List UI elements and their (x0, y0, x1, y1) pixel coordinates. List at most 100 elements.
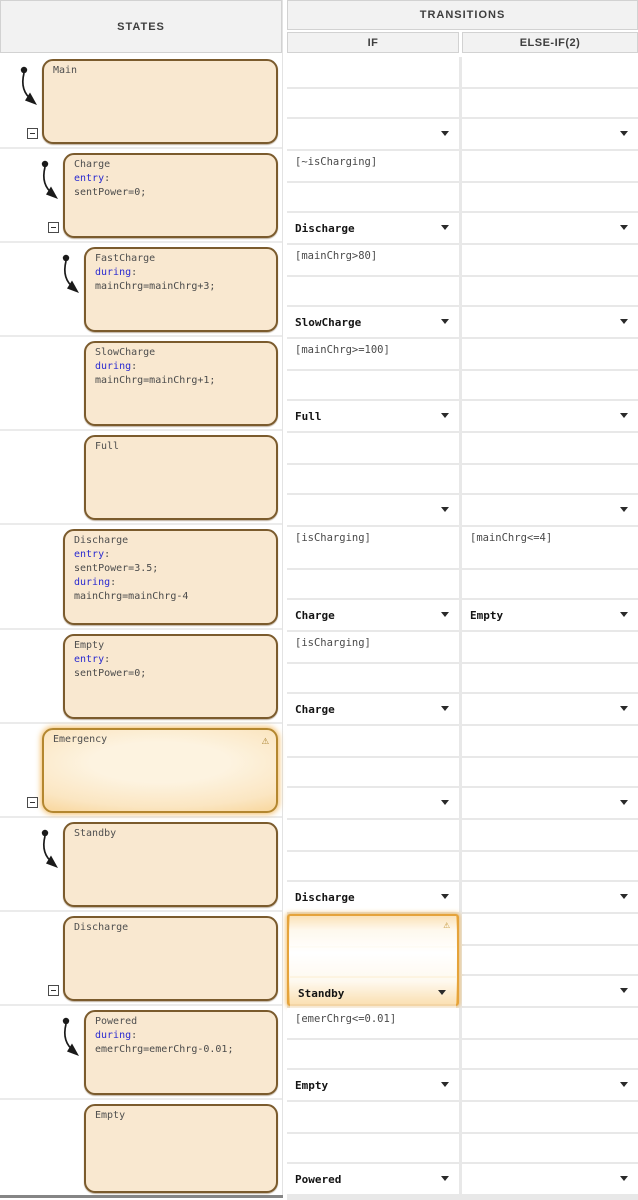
destination-cell[interactable] (462, 1164, 638, 1194)
condition-cell[interactable]: [isCharging] (287, 527, 459, 568)
action-cell[interactable] (462, 371, 638, 399)
state-box[interactable]: Emptyentry:sentPower=0; (63, 634, 278, 719)
action-cell[interactable] (287, 1134, 459, 1162)
destination-cell[interactable]: Powered (287, 1164, 459, 1194)
condition-cell[interactable]: [isCharging] (287, 632, 459, 662)
destination-cell[interactable] (462, 788, 638, 818)
action-cell[interactable] (287, 465, 459, 493)
state-box[interactable]: SlowChargeduring:mainChrg=mainChrg+1; (84, 341, 278, 426)
state-box[interactable]: Standby (63, 822, 278, 907)
condition-cell[interactable] (462, 914, 638, 944)
action-cell[interactable] (462, 277, 638, 305)
action-cell[interactable] (462, 89, 638, 117)
state-box[interactable]: Empty (84, 1104, 278, 1193)
action-cell[interactable] (462, 758, 638, 786)
destination-dropdown-icon[interactable] (441, 1082, 449, 1087)
condition-cell[interactable] (287, 1102, 459, 1132)
state-box[interactable]: Full (84, 435, 278, 520)
action-cell[interactable] (462, 852, 638, 880)
condition-cell[interactable] (287, 433, 459, 463)
destination-cell[interactable] (462, 694, 638, 724)
action-cell[interactable] (290, 948, 456, 976)
destination-dropdown-icon[interactable] (620, 319, 628, 324)
destination-dropdown-icon[interactable] (620, 706, 628, 711)
condition-cell[interactable] (462, 339, 638, 369)
state-box[interactable]: Emergency⚠ (42, 728, 278, 813)
action-cell[interactable] (287, 664, 459, 692)
condition-cell[interactable] (462, 57, 638, 87)
condition-cell[interactable] (462, 245, 638, 275)
destination-cell[interactable] (462, 1070, 638, 1100)
condition-cell[interactable] (462, 1102, 638, 1132)
action-cell[interactable] (462, 664, 638, 692)
destination-cell[interactable] (462, 495, 638, 525)
condition-cell[interactable] (462, 1008, 638, 1038)
destination-cell[interactable]: Standby (290, 978, 456, 1008)
destination-dropdown-icon[interactable] (441, 612, 449, 617)
action-cell[interactable] (287, 1040, 459, 1068)
destination-cell[interactable]: Empty (287, 1070, 459, 1100)
collapse-toggle[interactable] (48, 222, 59, 233)
destination-dropdown-icon[interactable] (620, 988, 628, 993)
destination-dropdown-icon[interactable] (441, 800, 449, 805)
condition-cell[interactable]: [mainChrg<=4] (462, 527, 638, 568)
destination-cell[interactable] (462, 401, 638, 431)
state-box[interactable]: Discharge (63, 916, 278, 1001)
destination-dropdown-icon[interactable] (620, 131, 628, 136)
destination-cell[interactable] (462, 119, 638, 149)
condition-cell[interactable] (462, 632, 638, 662)
destination-dropdown-icon[interactable] (441, 413, 449, 418)
destination-dropdown-icon[interactable] (620, 800, 628, 805)
collapse-toggle[interactable] (27, 797, 38, 808)
action-cell[interactable] (287, 852, 459, 880)
destination-dropdown-icon[interactable] (441, 1176, 449, 1181)
destination-cell[interactable]: Full (287, 401, 459, 431)
condition-cell[interactable]: ⚠ (290, 916, 456, 946)
action-cell[interactable] (462, 570, 638, 598)
condition-cell[interactable] (287, 726, 459, 756)
action-cell[interactable] (287, 758, 459, 786)
destination-cell[interactable] (287, 495, 459, 525)
action-cell[interactable] (462, 946, 638, 974)
condition-cell[interactable]: [mainChrg>80] (287, 245, 459, 275)
state-box[interactable]: FastChargeduring:mainChrg=mainChrg+3; (84, 247, 278, 332)
destination-cell[interactable] (462, 213, 638, 243)
condition-cell[interactable]: [mainChrg>=100] (287, 339, 459, 369)
state-box[interactable]: Dischargeentry:sentPower=3.5;during:main… (63, 529, 278, 625)
destination-cell[interactable] (462, 882, 638, 912)
destination-cell[interactable]: SlowCharge (287, 307, 459, 337)
destination-dropdown-icon[interactable] (620, 225, 628, 230)
action-cell[interactable] (462, 1134, 638, 1162)
condition-cell[interactable] (462, 151, 638, 181)
action-cell[interactable] (287, 570, 459, 598)
destination-dropdown-icon[interactable] (438, 990, 446, 995)
destination-dropdown-icon[interactable] (441, 225, 449, 230)
destination-cell[interactable] (287, 119, 459, 149)
condition-cell[interactable] (462, 726, 638, 756)
action-cell[interactable] (462, 183, 638, 211)
collapse-toggle[interactable] (48, 985, 59, 996)
destination-cell[interactable] (462, 307, 638, 337)
destination-cell[interactable]: Charge (287, 694, 459, 724)
destination-dropdown-icon[interactable] (620, 894, 628, 899)
destination-cell[interactable]: Discharge (287, 882, 459, 912)
destination-cell[interactable] (287, 788, 459, 818)
destination-dropdown-icon[interactable] (441, 894, 449, 899)
state-box[interactable]: Chargeentry:sentPower=0; (63, 153, 278, 238)
action-cell[interactable] (462, 465, 638, 493)
condition-cell[interactable] (462, 820, 638, 850)
action-cell[interactable] (287, 277, 459, 305)
condition-cell[interactable] (462, 433, 638, 463)
destination-dropdown-icon[interactable] (620, 507, 628, 512)
destination-cell[interactable] (462, 976, 638, 1006)
destination-dropdown-icon[interactable] (620, 1082, 628, 1087)
destination-dropdown-icon[interactable] (620, 612, 628, 617)
action-cell[interactable] (462, 1040, 638, 1068)
action-cell[interactable] (287, 89, 459, 117)
destination-dropdown-icon[interactable] (620, 413, 628, 418)
collapse-toggle[interactable] (27, 128, 38, 139)
action-cell[interactable] (287, 371, 459, 399)
condition-cell[interactable] (287, 820, 459, 850)
destination-dropdown-icon[interactable] (441, 131, 449, 136)
destination-dropdown-icon[interactable] (441, 706, 449, 711)
